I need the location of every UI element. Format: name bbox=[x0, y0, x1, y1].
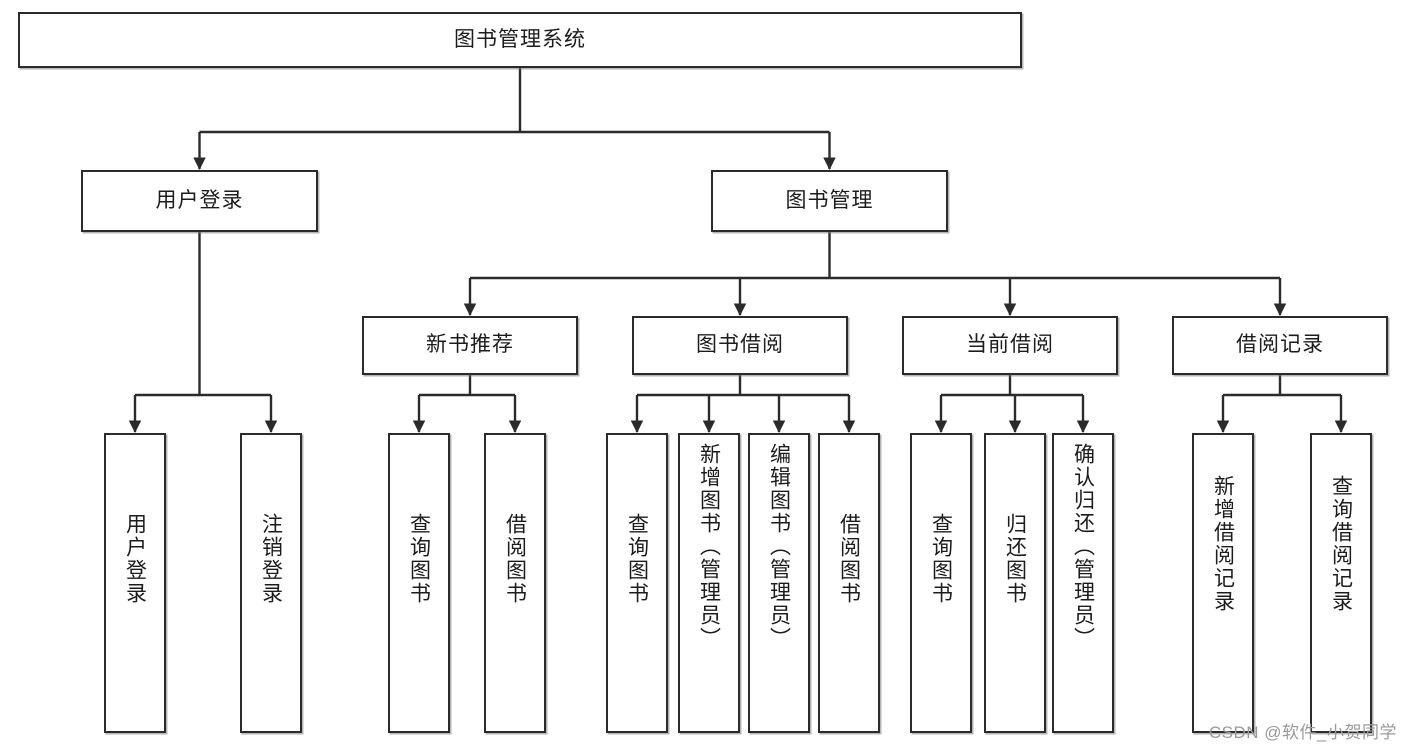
node-label: 查询借阅记录 bbox=[1329, 475, 1353, 613]
edge-group bbox=[128, 68, 1348, 433]
node-book-manage[interactable]: 图书管理 bbox=[711, 170, 948, 232]
node-label: 编辑图书（管理员） bbox=[767, 443, 791, 650]
node-leaf-edit-book[interactable]: 编辑图书（管理员） bbox=[748, 433, 810, 733]
node-label: 图书管理 bbox=[785, 188, 874, 212]
node-current-borrow[interactable]: 当前借阅 bbox=[902, 316, 1118, 375]
node-borrow-record[interactable]: 借阅记录 bbox=[1172, 316, 1388, 375]
node-root[interactable]: 图书管理系统 bbox=[18, 12, 1022, 68]
node-leaf-query-book-3[interactable]: 查询图书 bbox=[910, 433, 972, 733]
node-label: 用户登录 bbox=[155, 188, 244, 212]
node-label: 查询图书 bbox=[625, 513, 649, 605]
node-user-login[interactable]: 用户登录 bbox=[81, 170, 318, 232]
node-leaf-user-login[interactable]: 用户登录 bbox=[104, 433, 166, 733]
node-leaf-logout[interactable]: 注销登录 bbox=[240, 433, 302, 733]
node-label: 借阅记录 bbox=[1236, 333, 1324, 357]
node-label: 图书管理系统 bbox=[454, 27, 586, 51]
node-leaf-confirm-return[interactable]: 确认归还（管理员） bbox=[1052, 433, 1114, 733]
node-label: 当前借阅 bbox=[966, 333, 1054, 357]
node-label: 图书借阅 bbox=[696, 333, 784, 357]
node-label: 用户登录 bbox=[123, 513, 147, 605]
node-label: 借阅图书 bbox=[837, 513, 861, 605]
node-label: 确认归还（管理员） bbox=[1071, 443, 1095, 650]
node-leaf-query-record[interactable]: 查询借阅记录 bbox=[1310, 433, 1372, 733]
node-label: 注销登录 bbox=[259, 513, 283, 605]
node-leaf-borrow-book-1[interactable]: 借阅图书 bbox=[484, 433, 546, 733]
node-label: 查询图书 bbox=[929, 513, 953, 605]
node-label: 查询图书 bbox=[407, 513, 431, 605]
node-label: 新增图书（管理员） bbox=[697, 443, 721, 650]
node-label: 新增借阅记录 bbox=[1211, 475, 1235, 613]
node-label: 新书推荐 bbox=[426, 333, 514, 357]
node-new-book-recommend[interactable]: 新书推荐 bbox=[362, 316, 578, 375]
node-leaf-add-book[interactable]: 新增图书（管理员） bbox=[678, 433, 740, 733]
node-book-borrow[interactable]: 图书借阅 bbox=[632, 316, 848, 375]
node-leaf-add-record[interactable]: 新增借阅记录 bbox=[1192, 433, 1254, 733]
node-leaf-query-book-1[interactable]: 查询图书 bbox=[388, 433, 450, 733]
node-label: 借阅图书 bbox=[503, 513, 527, 605]
node-label: 归还图书 bbox=[1003, 513, 1027, 605]
watermark-text: CSDN @软件_小贺同学 bbox=[1208, 723, 1397, 742]
node-leaf-query-book-2[interactable]: 查询图书 bbox=[606, 433, 668, 733]
node-leaf-borrow-book-2[interactable]: 借阅图书 bbox=[818, 433, 880, 733]
node-leaf-return-book[interactable]: 归还图书 bbox=[984, 433, 1046, 733]
